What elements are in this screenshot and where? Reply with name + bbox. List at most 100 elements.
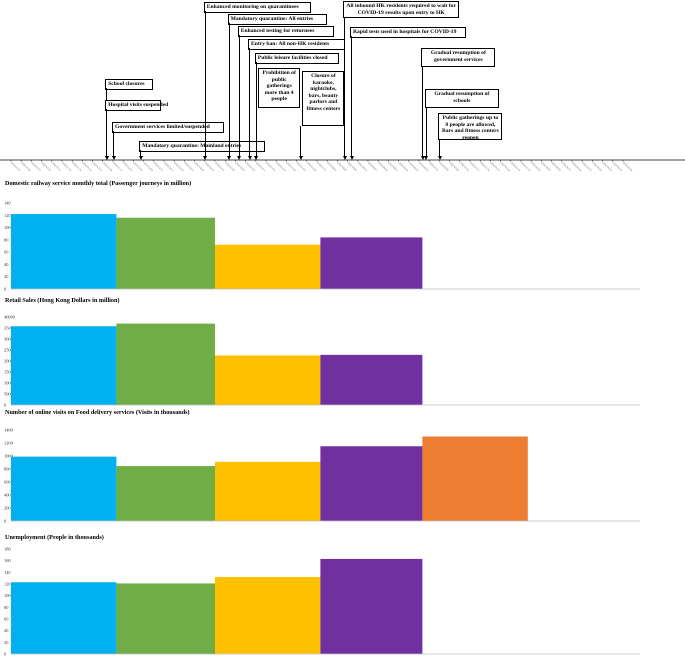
timeline-tick-label: 2020/06/17 xyxy=(581,162,592,173)
timeline-tick-label: 2020/05/03 xyxy=(428,162,439,173)
y-tick-label: 35000 xyxy=(4,326,16,331)
timeline-tick-label: 2020/06/20 xyxy=(592,162,603,173)
event-leader-line xyxy=(113,131,114,156)
event-annotation: Public gatherings up to 8 people are all… xyxy=(438,113,503,141)
timeline-tick-label: 2020/05/18 xyxy=(479,162,490,173)
y-tick-label: 0 xyxy=(4,652,7,657)
timeline-tick-label: 2020/06/29 xyxy=(622,162,633,173)
timeline-tick-label: 2020/01/22 xyxy=(82,162,93,173)
bar-2020-02 xyxy=(116,323,215,405)
timeline-tick-label: 2020/02/06 xyxy=(133,162,144,173)
event-annotation: Government services limited/suspended xyxy=(112,122,224,133)
y-tick-label: 1200 xyxy=(4,441,14,446)
timeline-tick-label: 2020/05/12 xyxy=(459,162,470,173)
y-tick-label: 120 xyxy=(4,213,11,218)
event-annotation: Prohibition of public gatherings more th… xyxy=(258,68,301,108)
timeline-tick-label: 2020/02/12 xyxy=(153,162,164,173)
timeline-tick-label: 2020/02/03 xyxy=(122,162,133,173)
timeline-tick-label: 2020/04/15 xyxy=(367,162,378,173)
timeline-tick-label: 2020/01/19 xyxy=(71,162,82,173)
event-arrow-head xyxy=(349,156,354,160)
y-tick-label: 100 xyxy=(4,593,11,598)
event-leader-line xyxy=(255,108,257,156)
y-tick-label: 100 xyxy=(4,225,11,230)
event-leader-line xyxy=(344,18,346,156)
event-annotation: Public leisure facilities closed xyxy=(254,53,339,64)
timeline-tick-label: 2020/02/24 xyxy=(194,162,205,173)
timeline-tick-label: 2020/01/16 xyxy=(61,162,72,173)
timeline-tick-label: 2020/05/06 xyxy=(439,162,450,173)
event-leader-line xyxy=(204,11,206,156)
timeline-tick-label: 2020/03/04 xyxy=(224,162,235,173)
timeline-tick-label: 2020/01/04 xyxy=(20,162,31,173)
timeline-tick-label: 2020/06/14 xyxy=(571,162,582,173)
timeline-tick-label: 2020/06/26 xyxy=(612,162,623,173)
bar-2020-03 xyxy=(215,461,321,521)
timeline-tick-label: 2020/01/28 xyxy=(102,162,113,173)
timeline-tick-label: 2020/02/09 xyxy=(143,162,154,173)
event-arrow-head xyxy=(237,156,242,160)
chart-title-railway: Domestic railway service monthly total (… xyxy=(5,180,192,187)
y-tick-label: 40 xyxy=(4,262,9,267)
timeline-tick-label: 2020/03/28 xyxy=(306,162,317,173)
timeline-tick-label: 2020/03/13 xyxy=(255,162,266,173)
y-tick-label: 15000 xyxy=(4,370,16,375)
event-leader-line xyxy=(425,108,427,156)
event-arrow-head xyxy=(227,156,232,160)
event-annotation: Enhanced monitoring on quarantinees xyxy=(203,2,311,13)
event-annotation: Hospital visits suspended xyxy=(105,100,168,111)
bar-2020-02 xyxy=(116,217,215,289)
event-leader-line xyxy=(140,150,142,156)
event-arrow-head xyxy=(104,156,109,160)
y-tick-label: 20 xyxy=(4,640,9,645)
event-annotation: Closure of karaoke, nightclubs, bars, be… xyxy=(302,71,345,126)
y-tick-label: 180 xyxy=(4,547,11,552)
bar-2020-04 xyxy=(320,237,423,289)
event-leader-line xyxy=(439,140,441,156)
y-tick-label: 1400 xyxy=(4,428,14,433)
bar-2020-03 xyxy=(215,355,321,405)
event-annotation: Mandatory quarantine: All entries xyxy=(227,14,327,25)
y-tick-label: 200 xyxy=(4,506,11,511)
event-annotation: Gradual resumption of schools xyxy=(424,89,499,108)
bar-2020-04 xyxy=(320,558,423,654)
bar-2020-01 xyxy=(11,214,117,289)
timeline-tick-label: 2020/03/22 xyxy=(286,162,297,173)
bar-2020-05 xyxy=(422,436,528,521)
y-tick-label: 120 xyxy=(4,582,11,587)
event-arrow-head xyxy=(203,156,208,160)
event-annotation: School closures xyxy=(105,79,154,90)
y-tick-label: 0 xyxy=(4,287,7,292)
timeline-tick-label: 2020/04/21 xyxy=(388,162,399,173)
timeline-tick-label: 2020/04/09 xyxy=(347,162,358,173)
timeline-tick-label: 2020/04/30 xyxy=(418,162,429,173)
timeline-tick-label: 2020/01/25 xyxy=(92,162,103,173)
event-arrow-head xyxy=(247,156,252,160)
y-tick-label: 140 xyxy=(4,201,11,206)
y-tick-label: 60 xyxy=(4,250,9,255)
timeline-tick-label: 2020/03/07 xyxy=(235,162,246,173)
chart-title-unemployment: Unemployment (People in thousands) xyxy=(5,534,104,541)
event-arrow-head xyxy=(420,156,425,160)
event-leader-line xyxy=(238,35,240,156)
timeline-tick-label: 2020/01/01 xyxy=(10,162,21,173)
timeline-tick-label: 2020/06/05 xyxy=(541,162,552,173)
event-arrow-head xyxy=(138,156,143,160)
event-leader-line xyxy=(351,36,352,156)
event-annotation: All inbound HK residents required to wai… xyxy=(343,1,460,18)
y-tick-label: 40 xyxy=(4,628,9,633)
event-annotation: Gradual resumption of government service… xyxy=(421,48,496,67)
chart-title-food-delivery: Number of online visits on Food delivery… xyxy=(5,409,190,416)
timeline-tick-label: 2020/05/21 xyxy=(490,162,501,173)
timeline-tick-label: 2020/01/07 xyxy=(31,162,42,173)
event-arrow-head xyxy=(342,156,347,160)
y-tick-label: 800 xyxy=(4,467,11,472)
timeline-tick-label: 2020/03/01 xyxy=(214,162,225,173)
timeline-tick-label: 2020/03/16 xyxy=(265,162,276,173)
event-arrow-head xyxy=(437,156,442,160)
timeline-tick-label: 2020/01/13 xyxy=(51,162,62,173)
y-tick-label: 25000 xyxy=(4,348,16,353)
